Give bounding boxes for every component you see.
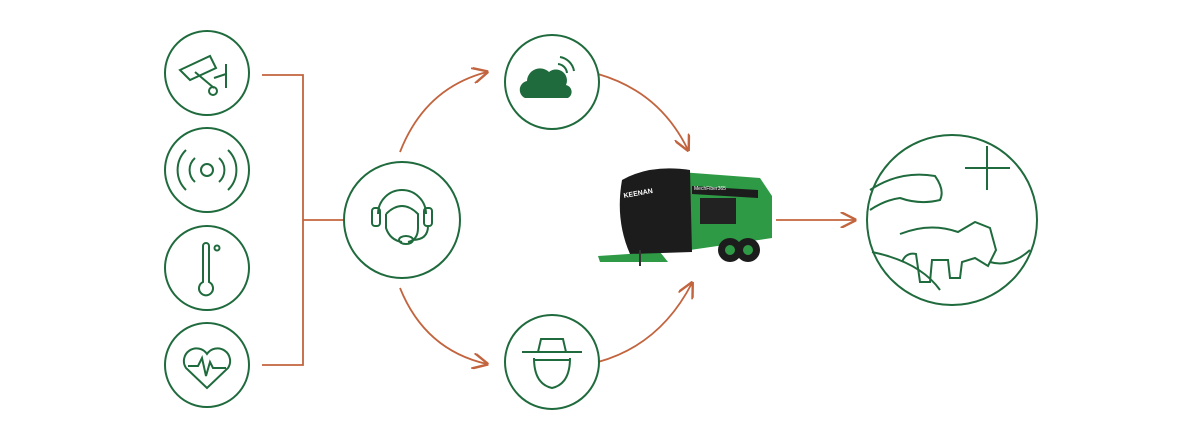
healthy-cow-node — [866, 134, 1038, 306]
healthy-cow-plus-icon — [869, 146, 1031, 291]
wireless-sensor-node — [164, 127, 250, 213]
support-headset-icon — [371, 189, 433, 245]
wireless-sensor-icon — [176, 149, 238, 191]
cloud-node — [504, 34, 600, 130]
support-hub-node — [343, 161, 461, 279]
input-bracket-connector — [262, 74, 345, 366]
camera-node — [164, 30, 250, 116]
feed-mixer-wagon-image: KEENAN MechFiber365 — [598, 168, 772, 266]
farmer-node — [504, 314, 600, 410]
thermometer-icon — [198, 242, 221, 297]
farmer-hat-icon — [522, 338, 582, 390]
cloud-wifi-icon — [519, 56, 575, 98]
flow-arrows — [399, 72, 855, 364]
machine-model-label: MechFiber365 — [694, 186, 726, 192]
temperature-node — [164, 225, 250, 311]
heart-rate-node — [164, 322, 250, 408]
security-camera-icon — [178, 54, 227, 96]
heart-rate-icon — [182, 347, 232, 390]
